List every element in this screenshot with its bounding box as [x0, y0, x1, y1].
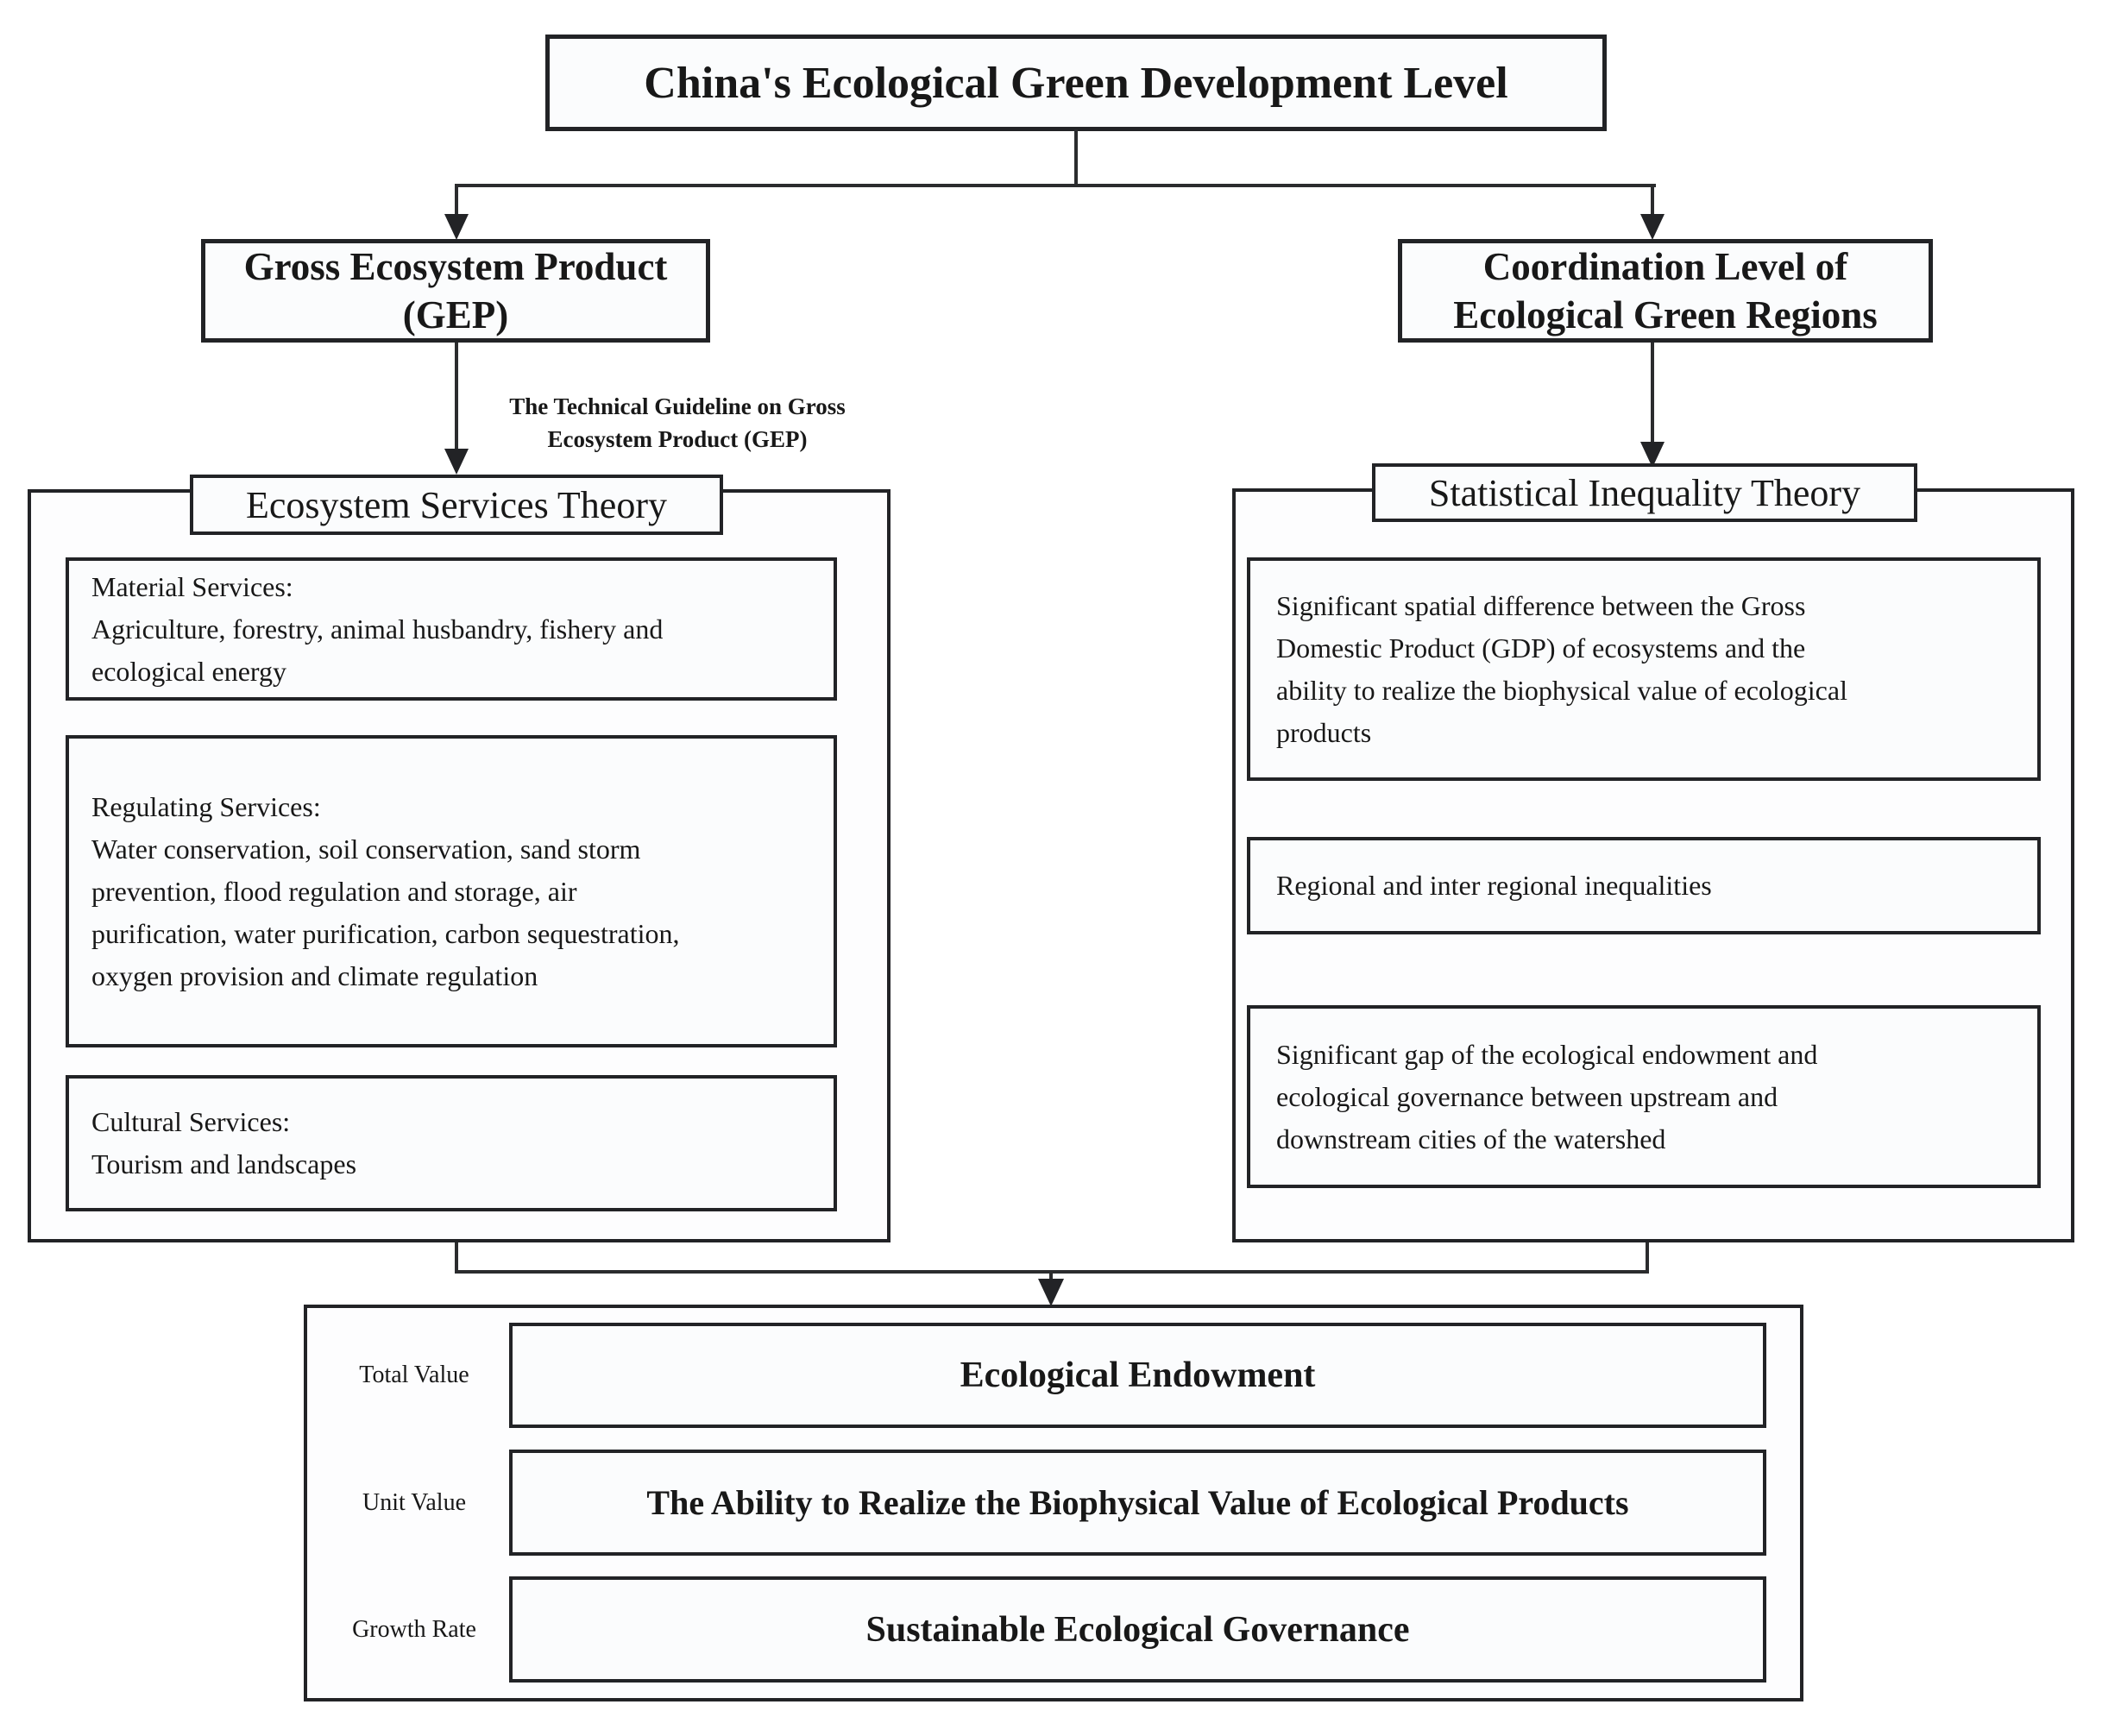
coordination-node-box: Coordination Level of Ecological Green R…	[1398, 239, 1933, 343]
ecosystem-services-header: Ecosystem Services Theory	[190, 475, 723, 535]
row-label-unit-value: Unit Value	[362, 1489, 467, 1516]
row-text-ecological-endowment: Ecological Endowment	[960, 1355, 1316, 1395]
ecosystem-services-header-text: Ecosystem Services Theory	[246, 483, 667, 526]
connector-merge-left	[455, 1242, 458, 1274]
row-box-ecological-endowment: Ecological Endowment	[509, 1323, 1766, 1428]
row-box-biophysical-value: The Ability to Realize the Biophysical V…	[509, 1450, 1766, 1556]
row-text-biophysical-value: The Ability to Realize the Biophysical V…	[646, 1483, 1629, 1522]
connector-gep-to-theory	[455, 343, 458, 451]
connector-merge-right	[1646, 1242, 1649, 1274]
material-services-text: Material Services: Agriculture, forestry…	[91, 570, 664, 687]
coordination-node-text: Coordination Level of Ecological Green R…	[1453, 245, 1878, 337]
row-label-total-value: Total Value	[359, 1362, 469, 1388]
regulating-services-box: Regulating Services: Water conservation,…	[66, 735, 837, 1047]
row-box-sustainable-governance: Sustainable Ecological Governance	[509, 1576, 1766, 1683]
row-text-sustainable-governance: Sustainable Ecological Governance	[865, 1609, 1410, 1650]
title-text: China's Ecological Green Development Lev…	[644, 58, 1508, 108]
regional-inequalities-text: Regional and inter regional inequalities	[1276, 870, 1712, 901]
cultural-services-box: Cultural Services: Tourism and landscape…	[66, 1075, 837, 1211]
connector-coordination-to-theory	[1651, 343, 1654, 444]
spatial-difference-text: Significant spatial difference between t…	[1276, 589, 1847, 748]
connector-branch-horizontal	[455, 184, 1656, 187]
arrowhead-gep-to-theory	[444, 449, 469, 475]
connector-left-branch	[455, 184, 458, 217]
title-box: China's Ecological Green Development Lev…	[545, 35, 1607, 131]
statistical-inequality-header: Statistical Inequality Theory	[1372, 463, 1917, 522]
arrowhead-right-branch	[1640, 214, 1665, 240]
ecological-gap-box: Significant gap of the ecological endowm…	[1247, 1005, 2041, 1188]
cultural-services-text: Cultural Services: Tourism and landscape…	[91, 1106, 357, 1179]
row-label-growth-rate: Growth Rate	[352, 1616, 476, 1643]
arrowhead-merge	[1038, 1279, 1064, 1306]
gep-node-box: Gross Ecosystem Product (GEP)	[201, 239, 710, 343]
connector-merge-down	[1049, 1270, 1053, 1282]
regulating-services-text: Regulating Services: Water conservation,…	[91, 790, 680, 991]
gep-arrow-label: The Technical Guideline on Gross Ecosyst…	[509, 393, 846, 452]
ecological-gap-text: Significant gap of the ecological endowm…	[1276, 1038, 1818, 1154]
material-services-box: Material Services: Agriculture, forestry…	[66, 557, 837, 701]
connector-trunk	[1074, 129, 1078, 186]
statistical-inequality-header-text: Statistical Inequality Theory	[1428, 471, 1861, 514]
connector-right-branch	[1651, 184, 1654, 217]
arrowhead-left-branch	[444, 214, 469, 240]
gep-node-text: Gross Ecosystem Product (GEP)	[243, 245, 668, 337]
regional-inequalities-box: Regional and inter regional inequalities	[1247, 837, 2041, 934]
spatial-difference-box: Significant spatial difference between t…	[1247, 557, 2041, 781]
